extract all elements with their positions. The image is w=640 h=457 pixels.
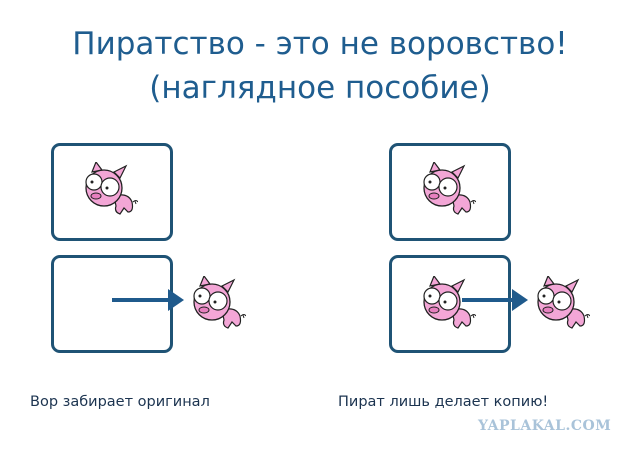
pig-icon [186, 276, 246, 332]
original-box-thief-top [51, 143, 173, 241]
watermark: YAPLAKAL.COM [478, 418, 612, 434]
pig-icon [416, 162, 476, 218]
pig-copy-icon [530, 276, 590, 332]
original-box-pirate [389, 255, 511, 353]
arrow-right-icon [462, 289, 528, 311]
original-box-pirate-top [389, 143, 511, 241]
pig-icon [78, 162, 138, 218]
thief-caption: Вор забирает оригинал [30, 394, 210, 410]
pirate-caption: Пират лишь делает копию! [338, 394, 549, 410]
pig-icon [416, 276, 476, 332]
arrow-right-icon [112, 289, 184, 311]
title-line-1: Пиратство - это не воровство! [72, 26, 568, 62]
title-line-2: (наглядное пособие) [149, 70, 491, 106]
emptied-box-thief [51, 255, 173, 353]
